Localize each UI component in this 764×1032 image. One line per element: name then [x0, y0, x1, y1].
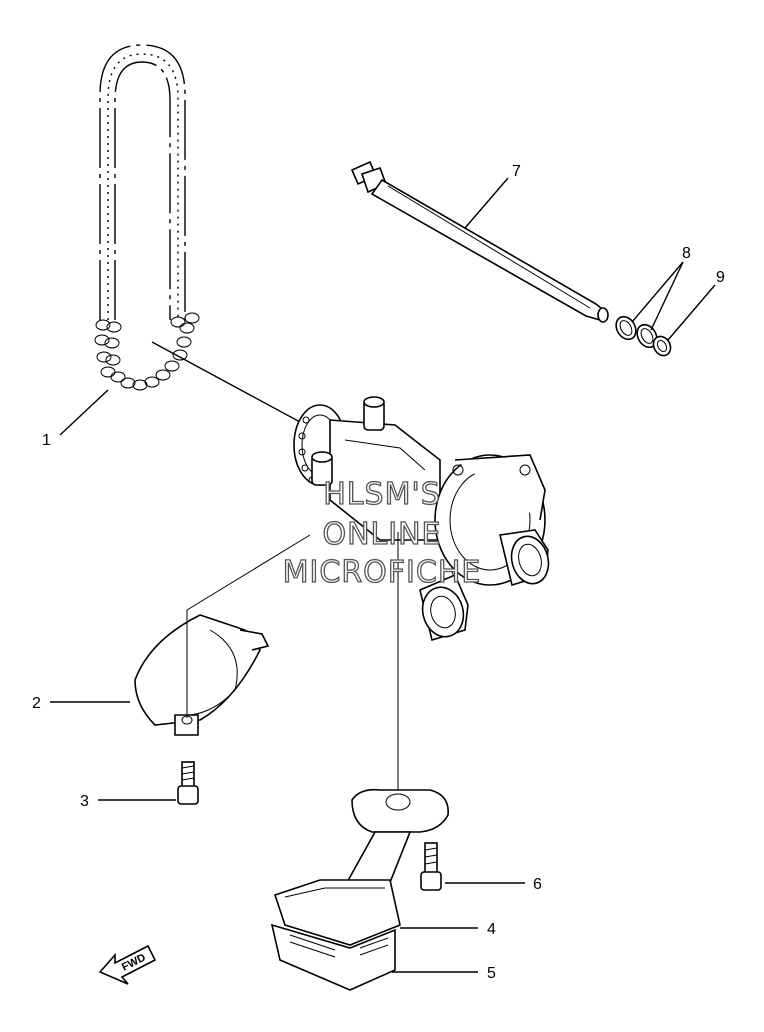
callout-5: 5 — [487, 965, 496, 982]
bolt-3 — [177, 761, 199, 805]
bolt-6 — [420, 842, 442, 891]
watermark-line-3: MICROFICHE — [283, 555, 482, 590]
watermark: HLSM'S ONLINE MICROFICHE — [282, 476, 482, 590]
callout-6: 6 — [533, 876, 542, 893]
pump-shaft — [350, 160, 609, 323]
callout-4: 4 — [487, 921, 496, 938]
leader-lines — [50, 177, 716, 973]
callout-2: 2 — [32, 695, 41, 712]
callout-3: 3 — [80, 793, 89, 810]
oil-pump-assembly — [293, 396, 550, 642]
oil-strainer — [270, 788, 449, 991]
fwd-arrow-icon: FWD — [98, 944, 157, 985]
watermark-line-2: ONLINE — [322, 517, 441, 552]
watermark-line-1: HLSM'S — [323, 477, 441, 512]
callout-1: 1 — [42, 432, 51, 449]
drive-chain — [94, 44, 301, 423]
callout-7: 7 — [512, 163, 521, 180]
pump-cover — [134, 534, 311, 736]
callout-9: 9 — [716, 269, 725, 286]
callout-8: 8 — [682, 245, 691, 262]
o-rings — [615, 315, 672, 357]
